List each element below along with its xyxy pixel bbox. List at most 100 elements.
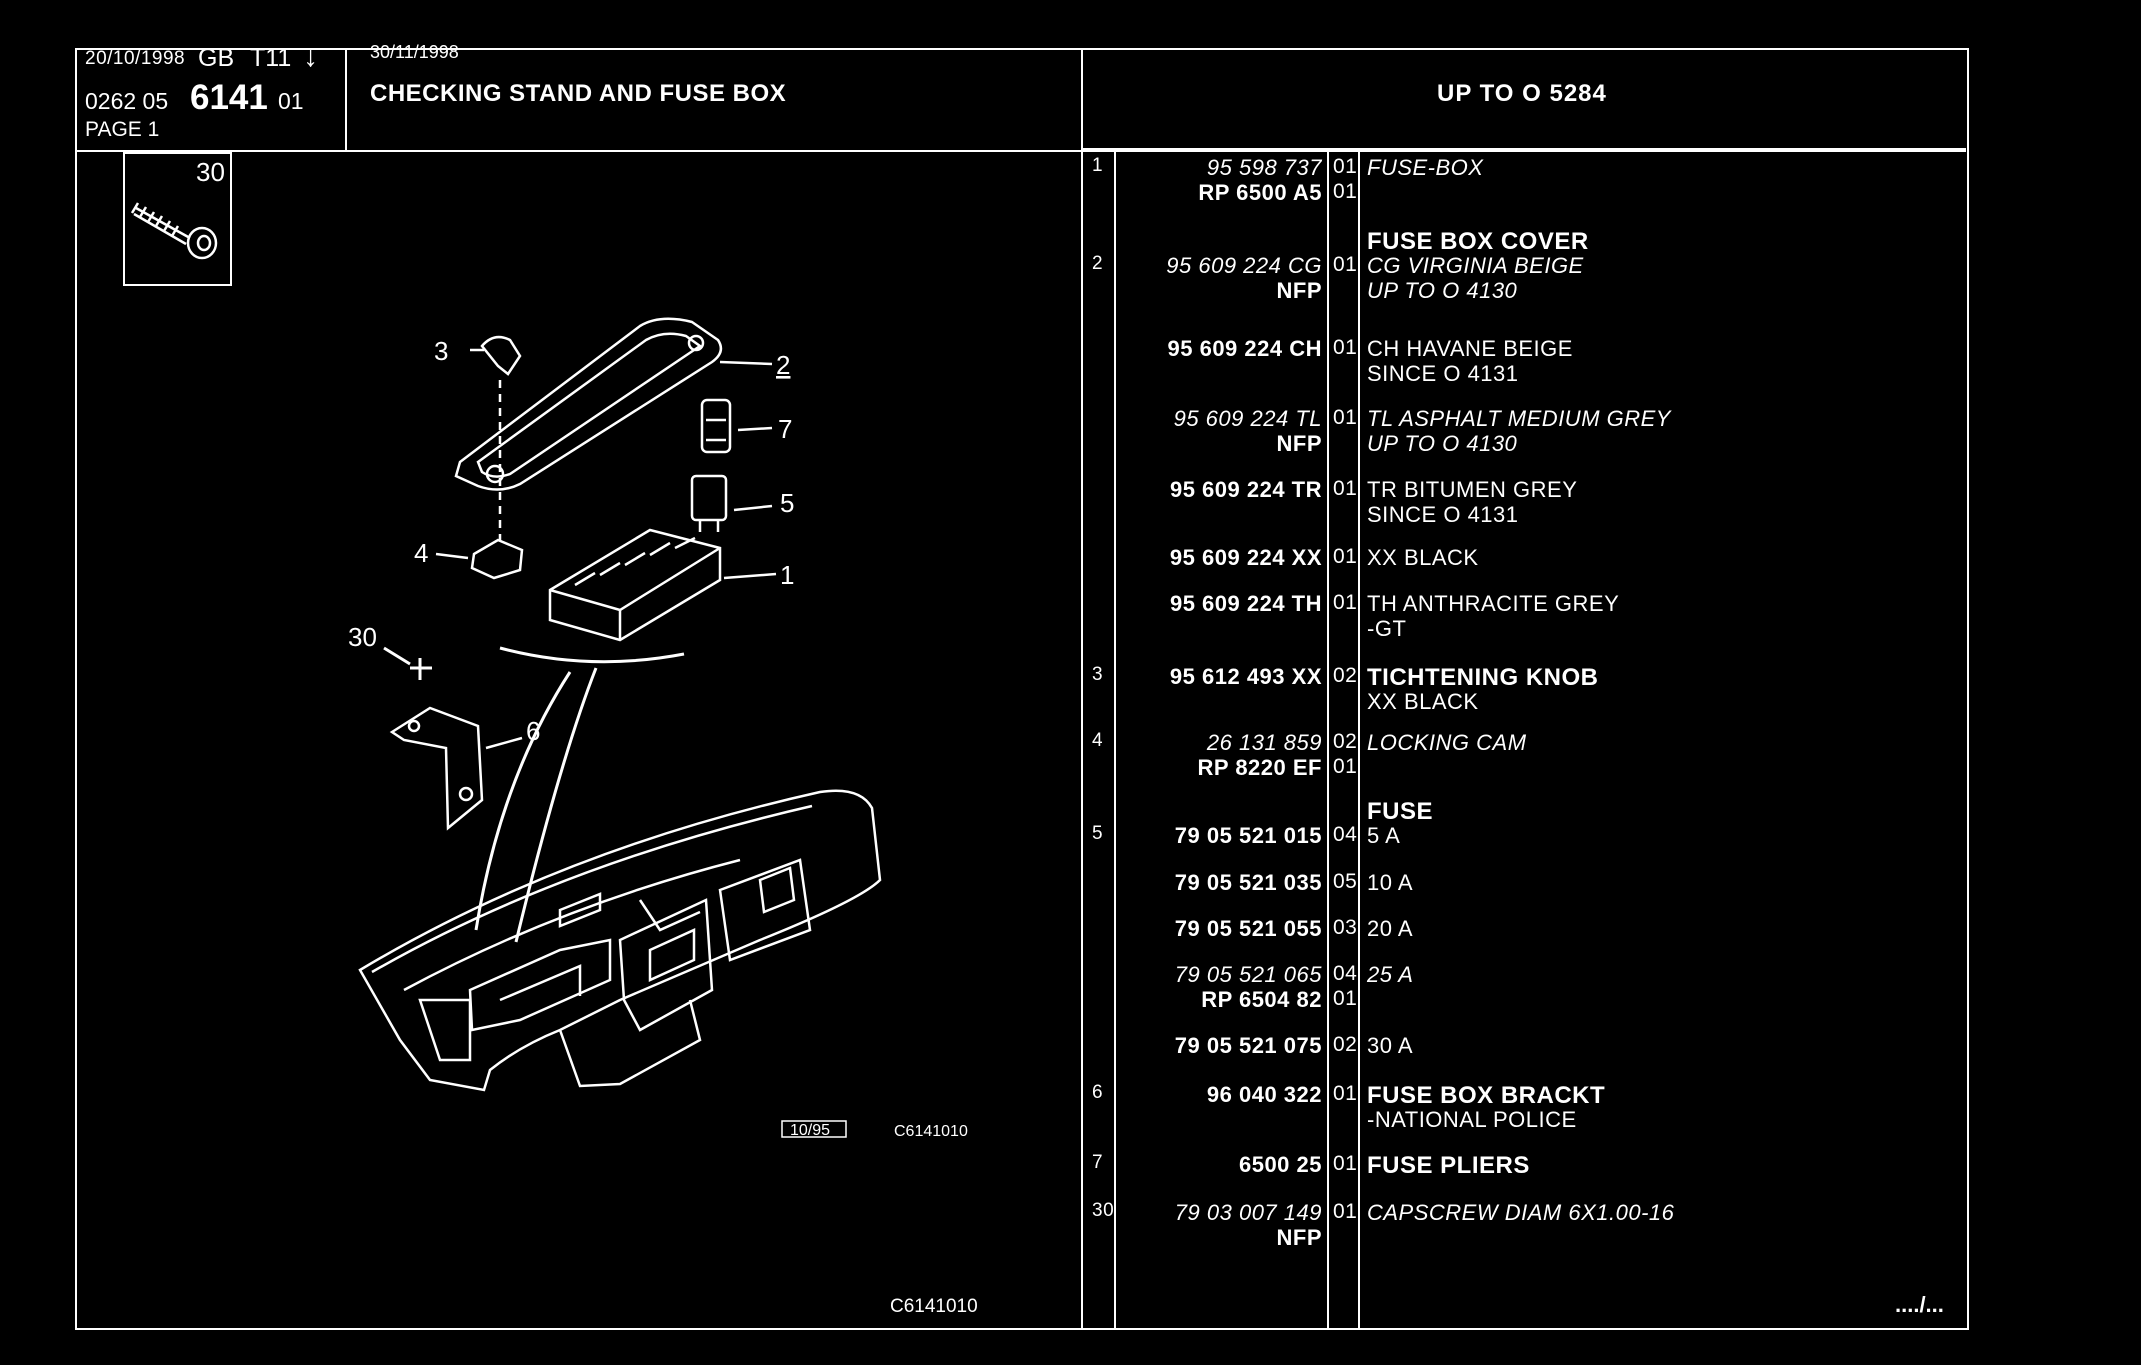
- callout-labels: 3 2 7 5 4 1 30 6: [348, 336, 794, 746]
- quantity: 03: [1333, 916, 1358, 939]
- fuse-box-bracket-drawing: [389, 706, 523, 831]
- outer-frame: [75, 48, 1969, 1330]
- part-reference: NFP: [1276, 431, 1322, 456]
- header-ref-suffix: 01: [278, 88, 304, 114]
- part-reference: RP 6504 82: [1201, 987, 1322, 1012]
- revision-stamp: 10/95: [790, 1122, 830, 1139]
- part-description: 10 A: [1367, 870, 1414, 895]
- quantity: 05: [1333, 870, 1358, 893]
- quantity: 04: [1333, 823, 1358, 846]
- part-description: -GT: [1367, 616, 1407, 641]
- capscrew-inset: 30: [123, 152, 232, 286]
- part-description: LOCKING CAM: [1367, 730, 1527, 755]
- header-date2: 30/11/1998: [370, 42, 459, 62]
- header-vertical-divider: [345, 48, 347, 152]
- fuse-box-cover-drawing: [454, 317, 773, 491]
- header-page: PAGE 1: [85, 118, 160, 141]
- quantity: 01: [1333, 155, 1358, 178]
- validity-range: UP TO O 5284: [1437, 80, 1607, 107]
- part-reference: 6500 25: [1238, 1152, 1322, 1177]
- quantity: 01: [1333, 336, 1358, 359]
- header-arrow: ↓: [303, 40, 318, 73]
- part-reference: NFP: [1276, 278, 1322, 303]
- part-description: FUSE: [1367, 798, 1434, 825]
- quantity: 02: [1333, 1033, 1358, 1056]
- main-vertical-divider: [1081, 48, 1083, 1328]
- part-description: TR BITUMEN GREY: [1367, 477, 1578, 502]
- callout-30: 30: [348, 622, 377, 652]
- quantity: 01: [1333, 406, 1358, 429]
- inset-number: 30: [196, 157, 225, 187]
- header-ref-prefix: 0262 05: [85, 88, 169, 114]
- callout-4: 4: [414, 538, 428, 568]
- left-header-divider: [75, 150, 1082, 152]
- quantity: 01: [1333, 591, 1358, 614]
- part-reference: 79 05 521 075: [1174, 1033, 1322, 1058]
- part-reference: 95 609 224 CG: [1166, 253, 1322, 278]
- dashboard-drawing: [358, 789, 882, 1092]
- part-description: 5 A: [1367, 823, 1401, 848]
- part-description: FUSE BOX BRACKT: [1367, 1082, 1606, 1109]
- quantity: 01: [1333, 755, 1358, 778]
- quantity: 01: [1333, 253, 1358, 276]
- quantity: 01: [1333, 987, 1358, 1010]
- part-description: UP TO O 4130: [1367, 278, 1518, 303]
- part-reference: 95 609 224 XX: [1169, 545, 1322, 570]
- locking-cam-drawing: [435, 538, 524, 580]
- header-code: T11: [250, 44, 292, 72]
- callout-3: 3: [434, 336, 448, 366]
- col-line-2: [1327, 152, 1329, 1328]
- part-description: 20 A: [1367, 916, 1414, 941]
- part-description: TICHTENING KNOB: [1367, 664, 1599, 691]
- quantity: 01: [1333, 1082, 1358, 1105]
- header-divider: [1082, 148, 1966, 150]
- item-number: 5: [1092, 823, 1104, 844]
- item-number: 30: [1092, 1200, 1115, 1221]
- part-reference: 79 03 007 149: [1174, 1200, 1322, 1225]
- item-number: 3: [1092, 664, 1104, 685]
- part-reference: 95 612 493 XX: [1169, 664, 1322, 689]
- col-line-3: [1358, 152, 1360, 1328]
- location-leader: [474, 646, 685, 943]
- part-description: CAPSCREW DIAM 6X1.00-16: [1367, 1200, 1675, 1225]
- part-reference: 26 131 859: [1206, 730, 1322, 755]
- part-description: FUSE PLIERS: [1367, 1152, 1530, 1179]
- quantity: 01: [1333, 1152, 1358, 1175]
- part-reference: 96 040 322: [1206, 1082, 1322, 1107]
- table-top-line: [1082, 150, 1966, 152]
- part-description: CG VIRGINIA BEIGE: [1367, 253, 1584, 278]
- part-reference: 95 609 224 TL: [1173, 406, 1322, 431]
- callout-7: 7: [778, 414, 792, 444]
- header-ref-main: 6141: [190, 78, 268, 117]
- part-reference: RP 6500 A5: [1198, 180, 1322, 205]
- capscrew-drawing: [383, 646, 432, 680]
- header-lang: GB: [198, 44, 235, 72]
- capscrew-icon: [130, 202, 218, 260]
- part-description: XX BLACK: [1367, 689, 1479, 714]
- item-number: 4: [1092, 730, 1104, 751]
- quantity: 01: [1333, 477, 1358, 500]
- part-reference: 79 05 521 055: [1174, 916, 1322, 941]
- part-reference: 95 598 737: [1206, 155, 1322, 180]
- part-description: -NATIONAL POLICE: [1367, 1107, 1577, 1132]
- part-reference: RP 8220 EF: [1197, 755, 1322, 780]
- item-number: 2: [1092, 253, 1104, 274]
- part-reference: 95 609 224 TR: [1169, 477, 1322, 502]
- fuse-box-drawing: [548, 528, 777, 642]
- part-description: TH ANTHRACITE GREY: [1367, 591, 1620, 616]
- callout-2: 2: [776, 350, 790, 380]
- part-reference: 79 05 521 035: [1174, 870, 1322, 895]
- part-reference: 95 609 224 TH: [1169, 591, 1322, 616]
- page-title: CHECKING STAND AND FUSE BOX: [370, 80, 787, 107]
- quantity: 02: [1333, 730, 1358, 753]
- callout-1: 1: [780, 560, 794, 590]
- part-reference: 95 609 224 CH: [1167, 336, 1322, 361]
- quantity: 01: [1333, 180, 1358, 203]
- exploded-view-diagram: 30: [123, 152, 978, 1317]
- header-date: 20/10/1998: [85, 48, 186, 69]
- part-reference: 79 05 521 015: [1174, 823, 1322, 848]
- fuse-pliers-drawing: [700, 398, 773, 454]
- quantity: 01: [1333, 1200, 1358, 1223]
- tightening-knob-drawing: [470, 335, 522, 540]
- item-number: 7: [1092, 1152, 1104, 1173]
